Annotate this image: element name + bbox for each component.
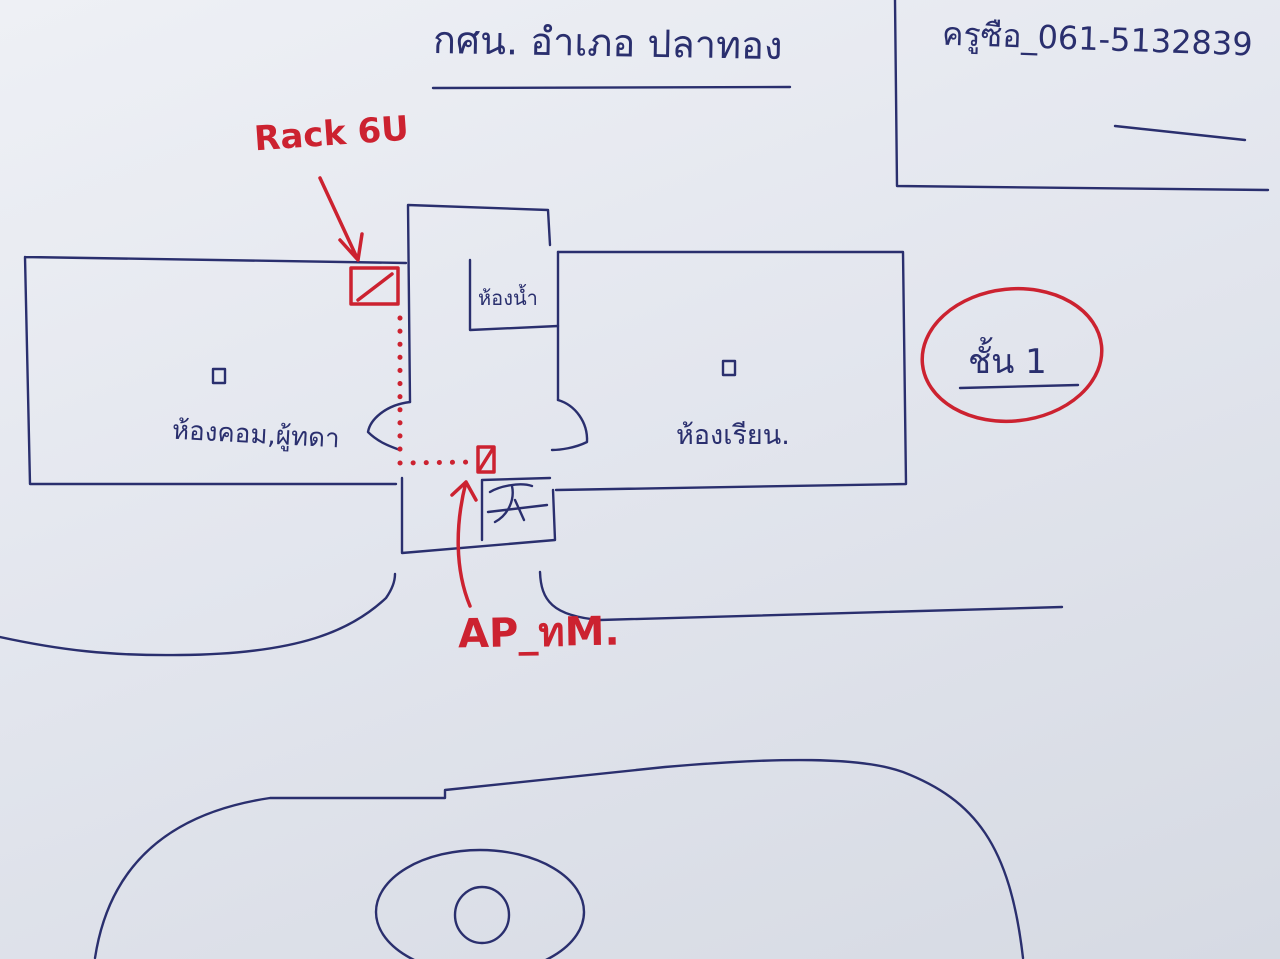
door-left — [366, 400, 412, 452]
right-room-outline — [554, 250, 908, 492]
right-room-marker — [721, 359, 737, 377]
contact-underline — [1113, 124, 1247, 142]
cable-horizontal-dots — [397, 459, 478, 466]
flagpole-outer — [374, 848, 586, 959]
title-underline — [431, 85, 792, 90]
rack-box-hatch — [356, 272, 394, 302]
contact-box — [893, 0, 1270, 192]
road-left — [0, 572, 397, 657]
room-label-right: ห้องเรียน. — [676, 420, 790, 451]
floor-circle — [920, 286, 1104, 424]
page-title: กศน. อำเภอ ปลาทอง — [432, 17, 783, 69]
courtyard-loop — [93, 758, 1025, 959]
toilet-room-outline — [468, 258, 560, 332]
door-right — [550, 398, 589, 452]
left-room-marker — [211, 367, 227, 385]
rack-arrow — [318, 176, 364, 262]
corridor-outline — [400, 203, 560, 555]
rack-box — [349, 266, 400, 306]
road-right — [538, 570, 1064, 622]
left-room-outline — [23, 255, 408, 486]
floor-underline — [958, 383, 1080, 390]
flagpole-inner — [453, 885, 511, 945]
ap-box-hatch — [478, 448, 494, 471]
contact-phone: ครูซือ_061-5132839 — [941, 14, 1254, 64]
stairs — [480, 476, 552, 542]
ap-box — [476, 445, 496, 474]
ap-arrow — [450, 480, 478, 608]
room-label-middle: ห้องน้ำ — [478, 286, 538, 310]
room-label-left: ห้องคอม,ผู้ทดา — [171, 415, 341, 455]
floor-label: ชั้น 1 — [968, 342, 1047, 382]
ap-label: AP_ทM. — [457, 608, 621, 658]
